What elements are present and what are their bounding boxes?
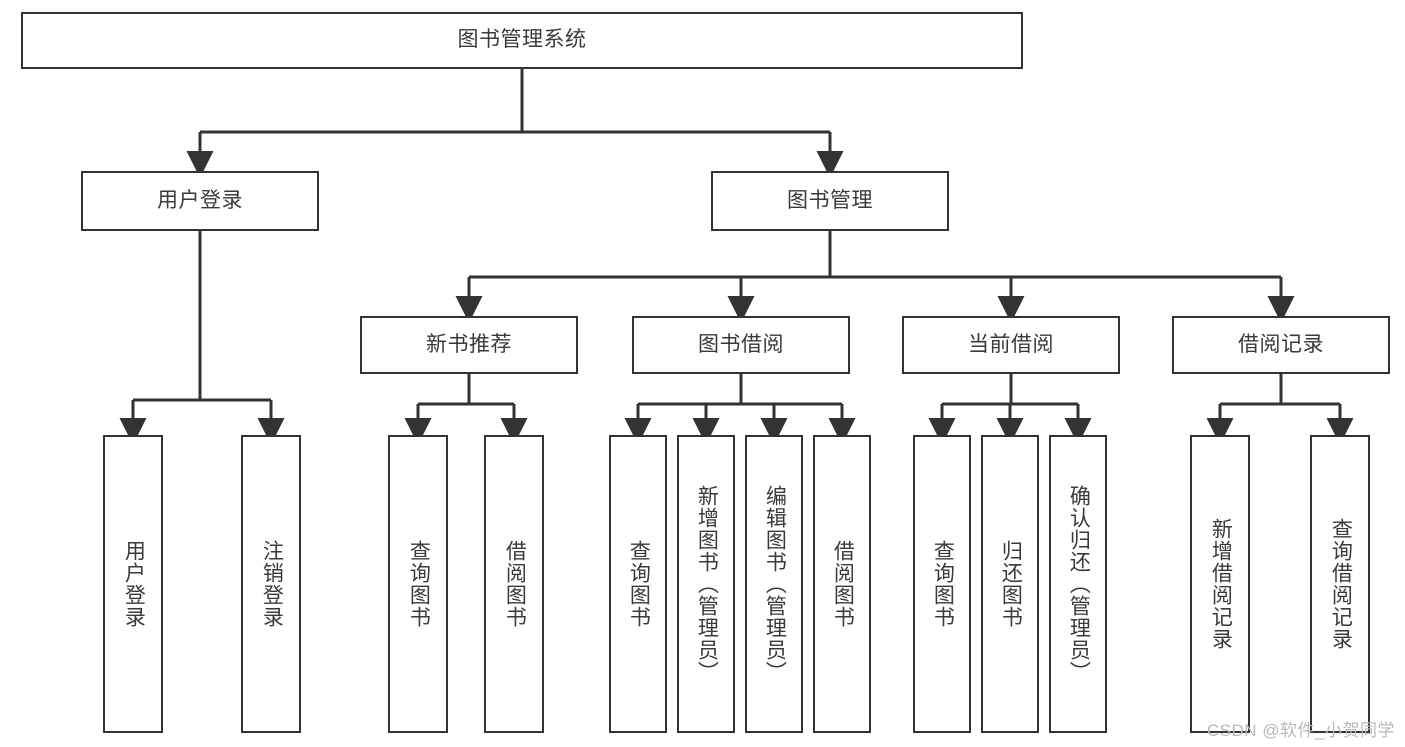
node-user-login[interactable]: 用户登录: [81, 171, 319, 231]
leaf-add-borrow-record[interactable]: 新增借阅记录: [1190, 435, 1250, 733]
node-book-management[interactable]: 图书管理: [711, 171, 949, 231]
leaf-query-borrow-record[interactable]: 查询借阅记录: [1310, 435, 1370, 733]
leaf-query-book-current[interactable]: 查询图书: [913, 435, 971, 733]
leaf-return-book[interactable]: 归还图书: [981, 435, 1039, 733]
node-borrow-records[interactable]: 借阅记录: [1172, 316, 1390, 374]
leaf-lend-book[interactable]: 借阅图书: [813, 435, 871, 733]
node-current-borrow[interactable]: 当前借阅: [902, 316, 1120, 374]
node-root[interactable]: 图书管理系统: [21, 12, 1023, 69]
leaf-logout[interactable]: 注销登录: [241, 435, 301, 733]
leaf-confirm-return-admin[interactable]: 确认归还（管理员）: [1049, 435, 1107, 733]
leaf-query-book-newbooks[interactable]: 查询图书: [388, 435, 448, 733]
leaf-query-book-borrow[interactable]: 查询图书: [609, 435, 667, 733]
leaf-borrow-book-newbooks[interactable]: 借阅图书: [484, 435, 544, 733]
leaf-user-login[interactable]: 用户登录: [103, 435, 163, 733]
node-new-book-recommend[interactable]: 新书推荐: [360, 316, 578, 374]
leaf-edit-book-admin[interactable]: 编辑图书（管理员）: [745, 435, 803, 733]
csdn-watermark: CSDN @软件_小贺同学: [1206, 721, 1395, 740]
node-book-borrow[interactable]: 图书借阅: [632, 316, 850, 374]
leaf-add-book-admin[interactable]: 新增图书（管理员）: [677, 435, 735, 733]
